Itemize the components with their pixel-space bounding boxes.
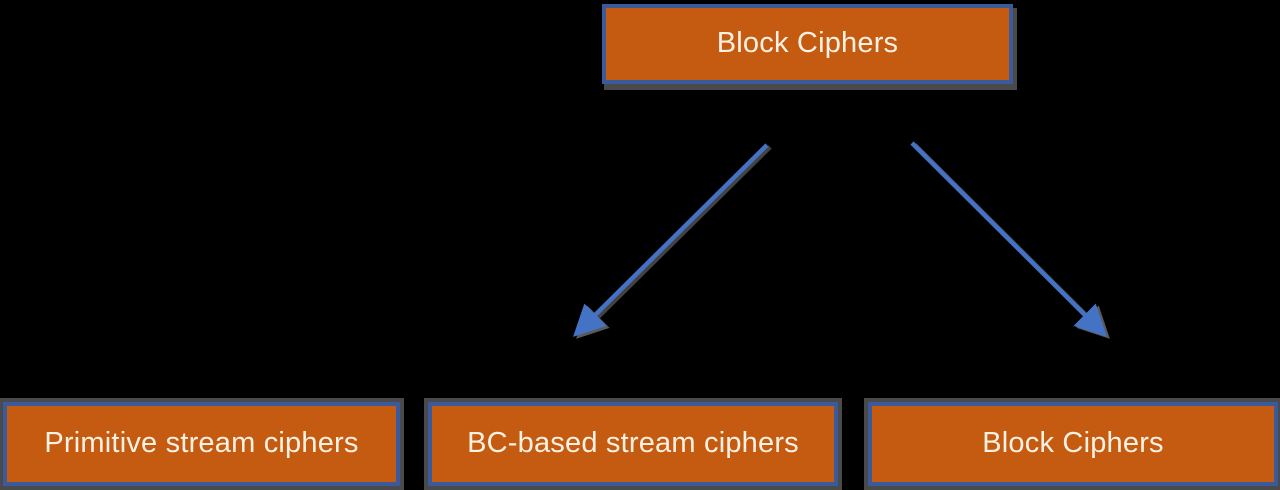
arrow-root-to-block-ciphers: [910, 141, 1107, 337]
arrow-left-shadow: [576, 145, 772, 339]
arrow-root-to-bc-based: [573, 143, 769, 337]
node-block-ciphers-root-label: Block Ciphers: [716, 27, 899, 60]
node-bc-based-stream-ciphers-label: BC-based stream ciphers: [467, 427, 799, 460]
node-primitive-stream-ciphers-label: Primitive stream ciphers: [44, 427, 359, 460]
node-block-ciphers-child-label: Block Ciphers: [982, 427, 1164, 460]
node-primitive-stream-ciphers: Primitive stream ciphers: [3, 402, 400, 486]
arrow-right-shadow: [913, 143, 1110, 339]
node-bc-based-stream-ciphers: BC-based stream ciphers: [428, 402, 838, 486]
node-block-ciphers-root: Block Ciphers: [602, 4, 1013, 84]
node-block-ciphers-child: Block Ciphers: [868, 402, 1278, 486]
